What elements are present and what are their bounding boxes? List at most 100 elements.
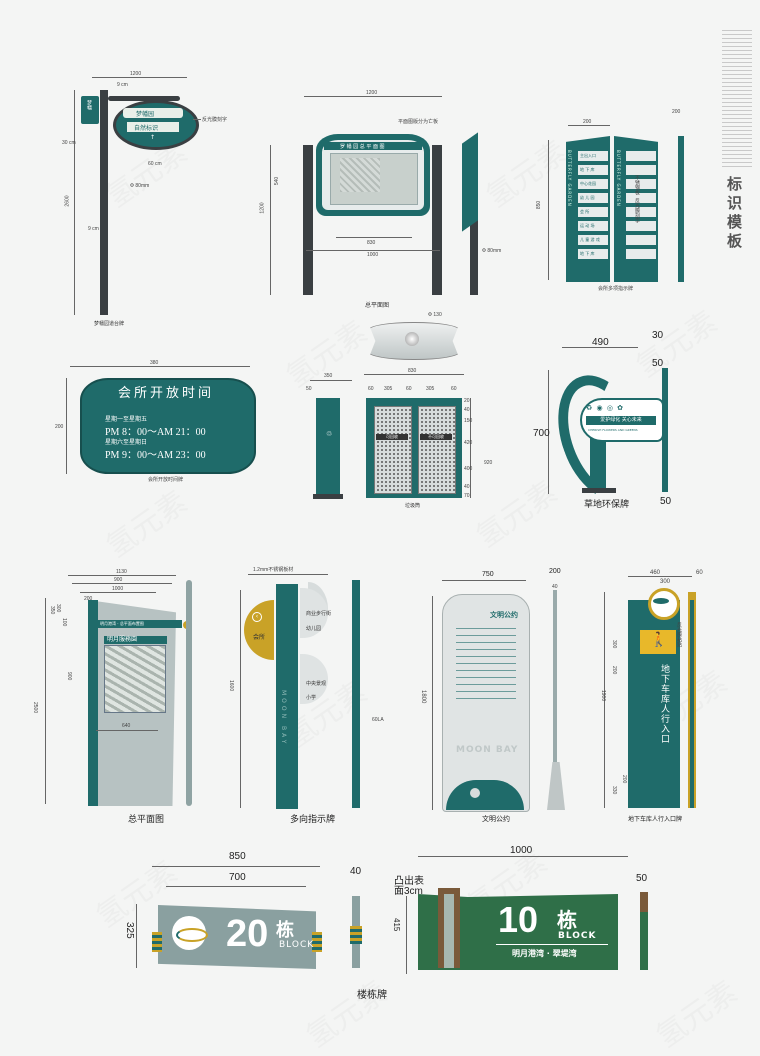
block10-unit: 栋: [557, 908, 577, 932]
side-stripes: [722, 30, 752, 170]
dimension-label: 可回收: [376, 434, 408, 440]
dimension-label: 1000: [367, 252, 379, 258]
dimension-label: 350: [324, 373, 333, 379]
block20-sub: BLOCK: [279, 940, 315, 950]
dimension-label: 2500: [32, 702, 38, 714]
dimension-label: 305: [384, 386, 393, 392]
dimension-label: 20: [464, 398, 470, 404]
watermark: 氢元素: [280, 314, 374, 396]
dimension-label: 540: [274, 176, 281, 186]
watermark: 氢元素: [470, 474, 564, 556]
dimension-label: Φ 80mm: [482, 248, 502, 254]
block10-line: 明月港湾 · 翠堤湾: [512, 949, 577, 958]
watermark: 氢元素: [300, 974, 394, 1056]
dimension-label: 幼 儿 园: [578, 193, 608, 203]
dimension-label: 40: [350, 866, 362, 877]
watermark: 氢元素: [630, 304, 724, 386]
sign2-caption: 总平面图: [365, 302, 390, 309]
dimension-label: 1000: [510, 845, 533, 856]
dimension-label: 会所多项指示牌: [598, 286, 634, 292]
dimension-label: 200: [621, 775, 627, 784]
dimension-label: 会所开放时间牌: [148, 477, 184, 483]
dimension-label: 40: [464, 407, 470, 413]
watermark: 氢元素: [650, 974, 744, 1056]
dimension-label: 350: [49, 606, 55, 615]
site-plan-title: 明月服務園: [104, 636, 167, 644]
dimension-label: 300: [55, 604, 61, 613]
dimension-label: 不锈钢板: [634, 175, 640, 195]
dimension-label: 60: [451, 386, 457, 392]
eco-caption: 草地环保牌: [584, 500, 630, 510]
dimension-label: 60LA: [372, 717, 384, 723]
dimension-label: 1130: [116, 569, 127, 575]
dimension-label: 1900: [600, 690, 606, 702]
dimension-label: 凸出表: [394, 876, 424, 887]
dimension-label: 200: [84, 596, 93, 602]
block10-sub: BLOCK: [558, 931, 597, 941]
sign1-line2: 自然标识: [134, 125, 159, 132]
dimension-label: 不可回收: [420, 434, 452, 440]
dimension-label: 运 动 场: [578, 221, 608, 231]
dimension-label: 415: [392, 918, 401, 932]
dimension-label: 330: [611, 786, 617, 795]
dimension-label: 9 cm: [117, 82, 128, 88]
bin-caption: 垃圾筒: [405, 503, 421, 509]
dimension-label: 地 下 库: [578, 165, 608, 175]
dimension-label: 100: [61, 618, 67, 627]
dimension-label: 平面图版分为亡板: [398, 119, 439, 125]
block20-unit: 栋: [276, 920, 294, 941]
dimension-label: 900: [66, 672, 72, 681]
dimension-label: 2600: [64, 195, 71, 207]
dimension-label: 50: [652, 358, 664, 369]
dimension-label: 200: [55, 424, 64, 430]
sign2-title: 罗 幡 园 总 平 面 图: [340, 144, 385, 150]
garage-text: 地下车库人行入口: [659, 664, 669, 744]
watermark: 氢元素: [480, 134, 574, 216]
dimension-label: 会所: [253, 634, 266, 641]
dimension-label: 850: [536, 200, 543, 210]
dimension-label: 1800: [420, 690, 426, 704]
dimension-label: 50: [636, 873, 648, 884]
dimension-label: 1200: [259, 202, 266, 214]
dimension-label: 地 下 库: [578, 249, 608, 259]
dimension-label: 小学: [306, 695, 317, 701]
side-title: 标识模板: [727, 175, 743, 250]
dimension-label: 50: [306, 386, 312, 392]
dimension-label: 850: [229, 851, 246, 862]
dimension-label: 中央景观: [306, 681, 327, 687]
dimension-label: 明月港湾 · 总平面布置图: [96, 620, 182, 628]
block10-number: 10: [498, 899, 539, 940]
dimension-label: 会 所: [578, 207, 608, 217]
dimension-label: 325: [124, 922, 135, 939]
dimension-label: MOON BAY: [280, 690, 287, 747]
dimension-label: 幼儿园: [306, 626, 322, 632]
club-hours-title: 会所开放时间: [117, 386, 214, 401]
dimension-label: 商业步行街: [306, 611, 332, 617]
dimension-label: 70: [464, 493, 470, 499]
dimension-label: 1.2mm不锈钢板材: [253, 567, 294, 573]
dimension-label: Φ 130: [428, 312, 442, 318]
dimension-label: 830: [408, 368, 417, 374]
dimension-label: 150: [464, 418, 473, 424]
dimension-label: 主出入口: [578, 151, 608, 161]
dimension-label: 30 cm: [62, 140, 76, 146]
dimension-label: 920: [484, 460, 493, 466]
dimension-label: 50: [660, 496, 672, 507]
dimension-label: 1200: [366, 90, 378, 96]
dimension-label: 200: [549, 568, 561, 575]
garage-caption: 地下车库人行入口牌: [628, 816, 683, 823]
club-hours-line1: 星期一至星期五: [105, 416, 148, 423]
dimension-label: 儿 童 游 戏: [578, 235, 608, 245]
sign1-line1: 梦幡园: [136, 111, 155, 118]
dimension-label: 40: [464, 484, 470, 490]
dimension-label: 460: [650, 570, 661, 576]
dimension-label: 700: [533, 428, 550, 439]
dimension-label: 200: [672, 109, 681, 115]
club-hours-line3: 星期六至星期日: [105, 439, 148, 446]
dimension-label: 640: [122, 723, 131, 729]
dimension-label: 反光膜粘贴: [676, 622, 682, 647]
dimension-label: 1000: [112, 586, 124, 592]
watermark: 氢元素: [100, 484, 194, 566]
dimension-label: 中心花园: [578, 179, 608, 189]
club-hours-line4: PM 9：00～AM 23：00: [105, 450, 206, 461]
